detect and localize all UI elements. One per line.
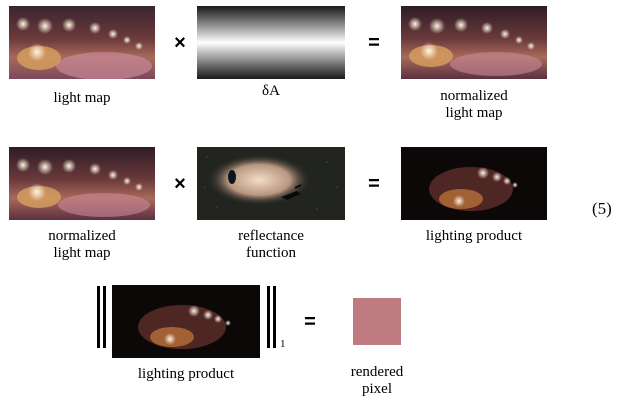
light-map-caption: light map: [53, 90, 111, 106]
norm-right-bar: [267, 286, 270, 348]
equation-number: (5): [592, 199, 612, 218]
equals-operator: =: [368, 32, 380, 54]
times-operator: ×: [174, 32, 186, 54]
normalized-light-map-image: [401, 6, 547, 79]
lighting-product-caption: lighting product: [425, 228, 523, 244]
light-map-image: [9, 6, 155, 79]
rendered-pixel-caption: rendered pixel: [350, 364, 404, 397]
times-operator: ×: [174, 173, 186, 195]
delta-a-image: [197, 6, 345, 79]
delta-a-caption: δA: [262, 83, 280, 99]
equals-operator: =: [304, 311, 316, 333]
normalized-light-map-image: [9, 147, 155, 220]
equals-operator: =: [368, 173, 380, 195]
norm-left-bar: [103, 286, 106, 348]
lighting-product-image: [112, 285, 260, 358]
lighting-product-image: [401, 147, 547, 220]
norm-left-bar: [97, 286, 100, 348]
reflectance-function-caption: reflectance function: [238, 228, 304, 261]
lighting-product-caption: lighting product: [137, 366, 235, 382]
normalized-light-map-caption: normalized light map: [440, 88, 508, 121]
rendered-pixel-swatch: [353, 298, 401, 345]
reflectance-function-image: [197, 147, 345, 220]
norm-right-bar: [273, 286, 276, 348]
normalized-light-map-caption: normalized light map: [48, 228, 116, 261]
norm-subscript: 1: [280, 338, 286, 350]
